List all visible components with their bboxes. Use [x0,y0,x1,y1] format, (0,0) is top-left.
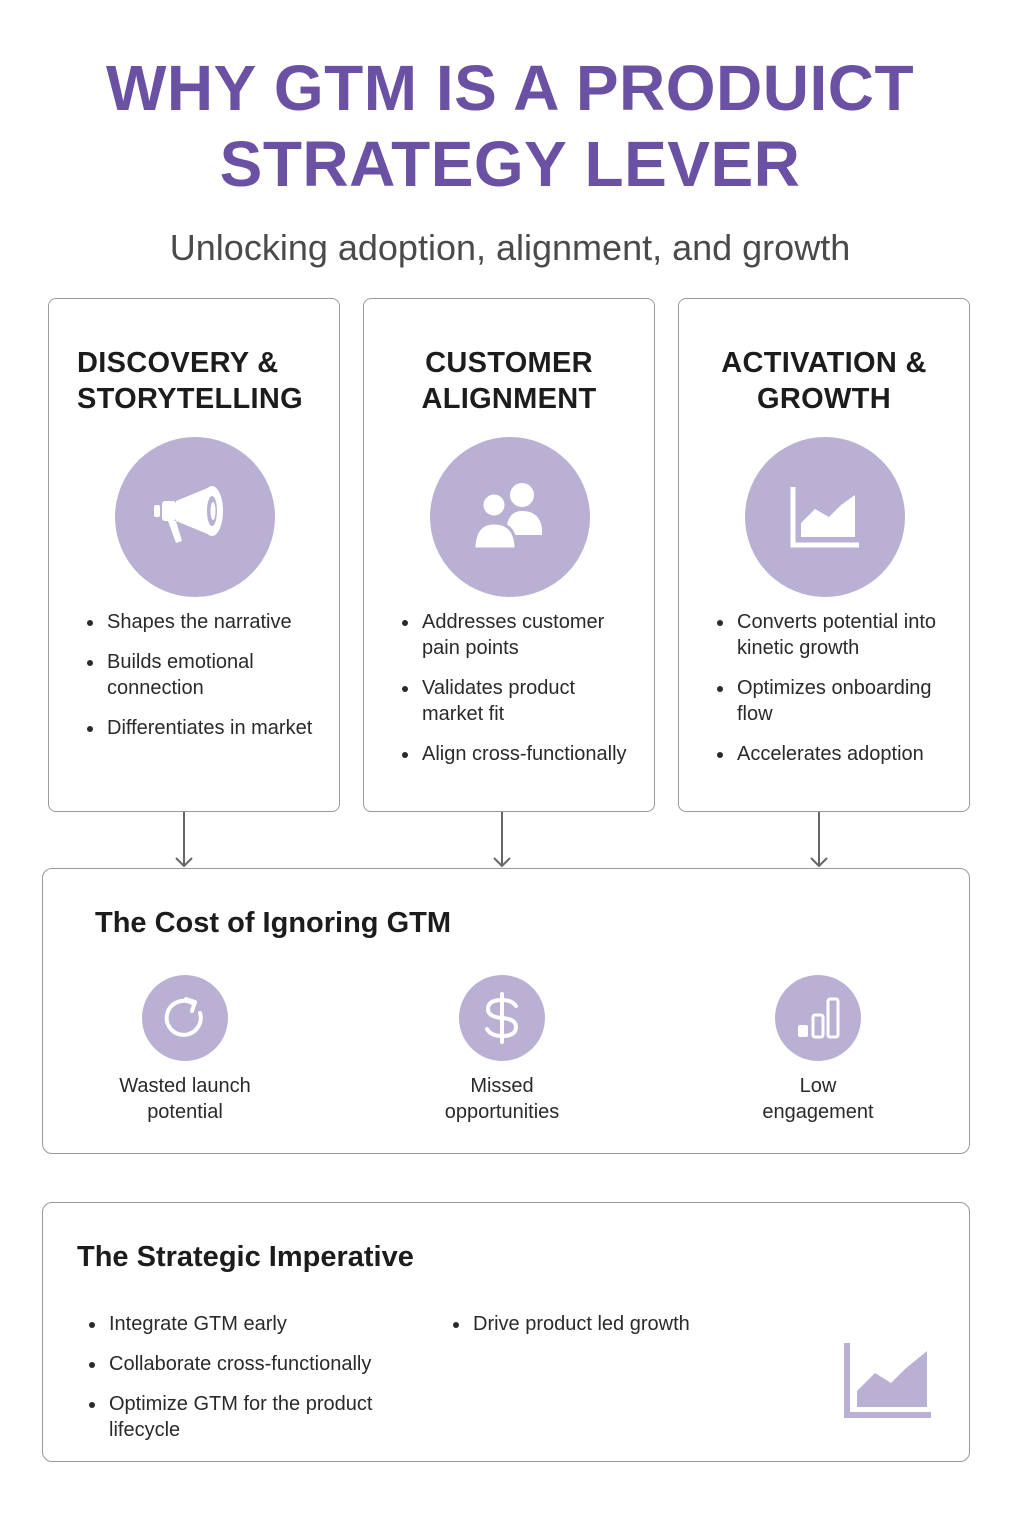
page-subtitle: Unlocking adoption, alignment, and growt… [169,227,851,268]
users-icon [430,437,590,597]
list-item: Collaborate cross-functionally [89,1351,429,1377]
card-bullets: Converts potential into kinetic growth O… [717,609,951,781]
card-bullets: Shapes the narrative Builds emotional co… [87,609,321,755]
list-item: Optimize GTM for the product lifecycle [89,1391,429,1443]
card-activation-growth: ACTIVATION & GROWTH Converts potential i… [678,298,970,812]
list-item: Addresses customer pain points [402,609,636,661]
card-title: CUSTOMER ALIGNMENT [364,345,654,417]
cost-item-label: Wasted launch potential [65,1073,305,1125]
list-item: Integrate GTM early [89,1311,429,1337]
card-title: ACTIVATION & GROWTH [679,345,969,417]
card-title-line: ALIGNMENT [421,383,597,415]
cost-of-ignoring-gtm-panel: The Cost of Ignoring GTM Wasted launch p… [42,868,970,1154]
card-title-line: GROWTH [757,383,891,415]
label-line: engagement [762,1101,874,1123]
list-item: Drive product led growth [453,1311,773,1337]
megaphone-icon [115,437,275,597]
cost-item-wasted-launch: Wasted launch potential [65,975,305,1125]
card-customer-alignment: CUSTOMER ALIGNMENT Addresses customer pa… [363,298,655,812]
list-item: Differentiates in market [87,715,321,741]
card-discovery-storytelling: DISCOVERY & STORYTELLING Shapes the narr… [48,298,340,812]
cost-item-low-engagement: Low engagement [698,975,938,1125]
cost-item-missed-opportunities: Missed opportunities [382,975,622,1125]
refresh-icon [142,975,228,1061]
imperative-bullets-right: Drive product led growth [453,1311,773,1351]
label-line: Low [799,1075,837,1097]
area-chart-icon [844,1343,931,1418]
dollar-icon [459,975,545,1061]
list-item: Optimizes onboarding flow [717,675,951,727]
list-item: Builds emotional connection [87,649,321,701]
cost-item-label: Missed opportunities [382,1073,622,1125]
label-line: opportunities [444,1101,560,1123]
arrow-down-icon [175,812,193,868]
page-title: WHY GTM IS A PRODUICT STRATEGY LEVER [0,50,1020,202]
section-title: The Cost of Ignoring GTM [95,907,452,939]
list-item: Converts potential into kinetic growth [717,609,951,661]
strategic-imperative-panel: The Strategic Imperative Integrate GTM e… [42,1202,970,1462]
card-bullets: Addresses customer pain points Validates… [402,609,636,781]
title-line-2: STRATEGY LEVER [219,128,801,200]
list-item: Accelerates adoption [717,741,951,767]
section-title: The Strategic Imperative [77,1241,414,1273]
card-title-line: DISCOVERY & [77,347,279,379]
label-line: Missed [470,1075,534,1097]
list-item: Shapes the narrative [87,609,321,635]
label-line: Wasted launch [119,1075,251,1097]
card-title: DISCOVERY & STORYTELLING [49,345,339,417]
arrow-down-icon [493,812,511,868]
list-item: Validates product market fit [402,675,636,727]
cost-item-label: Low engagement [698,1073,938,1125]
label-line: potential [147,1101,223,1123]
list-item: Align cross-functionally [402,741,636,767]
imperative-bullets-left: Integrate GTM early Collaborate cross-fu… [89,1311,429,1457]
card-title-line: CUSTOMER [425,347,593,379]
signal-bars-icon [775,975,861,1061]
area-chart-icon [745,437,905,597]
card-title-line: ACTIVATION & [721,347,927,379]
arrow-down-icon [810,812,828,868]
card-title-line: STORYTELLING [77,383,303,415]
title-line-1: WHY GTM IS A PRODUICT [105,52,915,124]
